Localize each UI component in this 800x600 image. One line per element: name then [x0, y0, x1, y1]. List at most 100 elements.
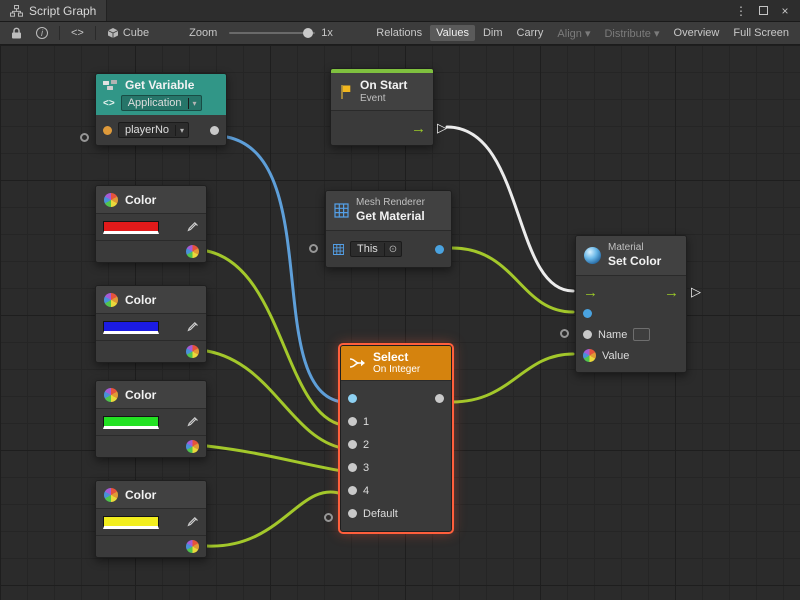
variable-name-dropdown[interactable]: playerNo ▾ — [118, 122, 190, 138]
chevron-down-icon: ▾ — [175, 124, 188, 136]
color-wheel-icon — [104, 192, 118, 207]
wire-getmaterial-to-setcolor[interactable] — [450, 246, 575, 314]
default-port[interactable] — [348, 509, 357, 519]
option-label: 4 — [363, 484, 370, 497]
color-field-row — [96, 214, 206, 240]
option-1-port[interactable] — [348, 417, 357, 427]
node-color-green[interactable]: Color — [95, 380, 207, 458]
color-swatch[interactable] — [103, 220, 159, 234]
graph-canvas[interactable]: Get Variable <> Application ▾ playerNo ▾ — [0, 45, 800, 600]
color-output-port[interactable] — [186, 245, 199, 258]
toolbar-button-overview[interactable]: Overview — [673, 27, 720, 39]
eyedropper-icon[interactable] — [187, 516, 199, 528]
wire-select-to-value[interactable] — [450, 352, 575, 404]
on-start-header[interactable]: On Start Event — [331, 73, 433, 111]
window-menu-icon[interactable]: ⋮ — [735, 3, 747, 18]
unconnected-port-indicator[interactable] — [324, 513, 333, 522]
color-field-row — [96, 509, 206, 535]
eyedropper-icon[interactable] — [187, 321, 199, 333]
node-color-yellow[interactable]: Color — [95, 480, 207, 558]
toolbar-separator — [59, 26, 60, 40]
window-title: Script Graph — [29, 3, 97, 18]
flow-output-port[interactable]: → — [664, 284, 679, 301]
variable-kind-dropdown[interactable]: Application ▾ — [120, 95, 202, 111]
color-header[interactable]: Color — [96, 186, 206, 214]
color-header[interactable]: Color — [96, 481, 206, 509]
select-header[interactable]: Select On Integer — [341, 346, 451, 382]
event-color-strip — [331, 69, 433, 73]
flow-output-port[interactable]: → — [411, 119, 426, 137]
zoom-value: 1x — [321, 27, 333, 39]
toolbar-button-align[interactable]: Align ▾ — [557, 27, 591, 40]
node-on-start[interactable]: On Start Event → — [330, 68, 434, 146]
toolbar-button-fullscreen[interactable]: Full Screen — [733, 27, 789, 39]
unconnected-port-indicator[interactable] — [80, 133, 89, 142]
option-3-port[interactable] — [348, 463, 357, 473]
close-icon[interactable]: × — [781, 3, 789, 18]
node-set-color[interactable]: Material Set Color → → Name Value — [575, 235, 687, 373]
code-view-button[interactable]: <> — [65, 25, 90, 41]
node-subtitle: Event — [360, 92, 386, 104]
eyedropper-icon[interactable] — [187, 416, 199, 428]
node-get-variable[interactable]: Get Variable <> Application ▾ playerNo ▾ — [95, 73, 227, 146]
unconnected-port-indicator[interactable] — [560, 329, 569, 338]
material-output-port[interactable] — [435, 244, 444, 254]
option-4-port[interactable] — [348, 486, 357, 496]
flow-input-port[interactable]: → — [583, 284, 598, 301]
color-output-port[interactable] — [186, 540, 199, 553]
color-swatch[interactable] — [103, 515, 159, 529]
wire-onstart-to-setcolor[interactable] — [445, 125, 575, 293]
target-object-dropdown[interactable]: This ⊙ — [350, 241, 403, 257]
set-color-header[interactable]: Material Set Color — [576, 236, 686, 276]
set-color-flow-row: → → — [576, 282, 686, 303]
get-material-body-row: This ⊙ — [326, 231, 451, 267]
maximize-icon[interactable] — [754, 2, 772, 20]
name-input-field[interactable] — [633, 328, 651, 341]
unconnected-port-indicator[interactable] — [309, 244, 318, 253]
select-output-port[interactable] — [435, 394, 444, 404]
node-get-material[interactable]: Mesh Renderer Get Material This ⊙ — [325, 190, 452, 268]
info-button[interactable]: i — [30, 25, 54, 41]
zoom-slider[interactable] — [229, 28, 316, 38]
lock-button[interactable] — [5, 25, 28, 41]
get-variable-header[interactable]: Get Variable <> Application ▾ — [96, 74, 226, 115]
wire-color2-to-select[interactable] — [205, 349, 344, 450]
variable-output-port[interactable] — [210, 125, 219, 135]
wire-color3-to-select[interactable] — [205, 444, 344, 473]
wire-color1-to-select[interactable] — [205, 249, 344, 427]
node-color-blue[interactable]: Color — [95, 285, 207, 363]
tab-script-graph[interactable]: Script Graph — [0, 0, 108, 21]
toolbar-button-carry[interactable]: Carry — [516, 27, 544, 39]
get-material-header[interactable]: Mesh Renderer Get Material — [326, 191, 451, 231]
graph-target-breadcrumb[interactable]: Cube — [101, 25, 155, 41]
color-swatch[interactable] — [103, 320, 159, 334]
color-swatch[interactable] — [103, 415, 159, 429]
target-object-label: This — [357, 243, 378, 255]
name-input-port[interactable] — [583, 330, 592, 339]
wire-playerno-to-select[interactable] — [225, 135, 344, 404]
option-label: 1 — [363, 415, 370, 428]
zoom-slider-knob[interactable] — [303, 28, 314, 38]
toolbar-button-dim[interactable]: Dim — [482, 27, 503, 39]
eyedropper-icon[interactable] — [187, 221, 199, 233]
toolbar-button-values[interactable]: Values — [430, 25, 475, 41]
option-2-port[interactable] — [348, 440, 357, 450]
material-input-port[interactable] — [583, 309, 592, 318]
variable-name-port[interactable] — [103, 125, 112, 135]
toolbar-separator — [94, 26, 96, 40]
select-default-row: Default — [341, 502, 451, 525]
node-color-red[interactable]: Color — [95, 185, 207, 263]
color-header[interactable]: Color — [96, 381, 206, 409]
color-output-port[interactable] — [186, 345, 199, 358]
toolbar-button-distribute[interactable]: Distribute ▾ — [604, 27, 660, 40]
window-controls: ⋮ × — [732, 0, 800, 21]
value-input-port[interactable] — [583, 349, 596, 362]
color-wheel-icon — [104, 387, 118, 402]
node-select-on-integer[interactable]: Select On Integer 1 2 3 4 — [340, 345, 452, 533]
color-header[interactable]: Color — [96, 286, 206, 314]
color-output-port[interactable] — [186, 440, 199, 453]
toolbar-button-relations[interactable]: Relations — [376, 27, 423, 39]
selector-input-port[interactable] — [348, 394, 357, 404]
node-title: Color — [125, 192, 157, 207]
wire-color4-to-select[interactable] — [205, 490, 344, 548]
